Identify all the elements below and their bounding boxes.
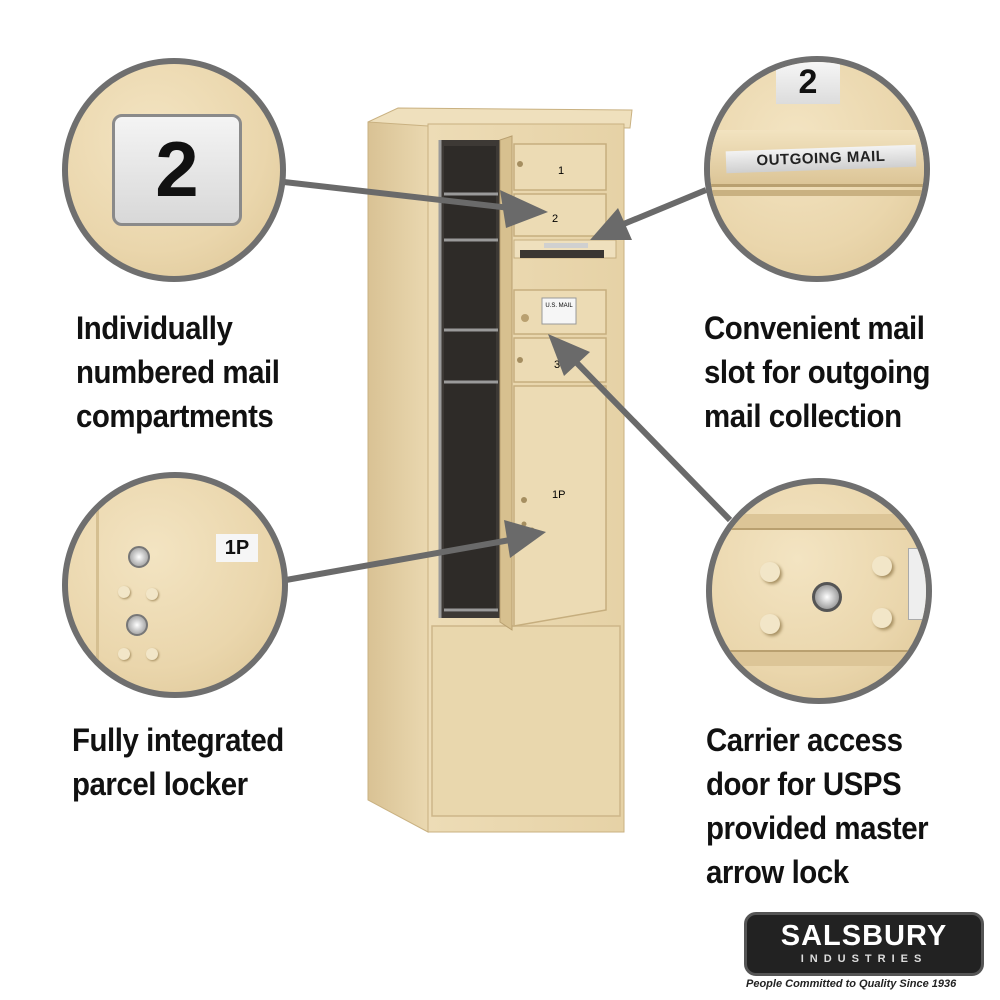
salsbury-logo: SALSBURY INDUSTRIES: [744, 912, 984, 976]
callout-numbered-compartment: 2: [62, 58, 286, 282]
feature-line: parcel locker: [72, 766, 248, 802]
callout-outgoing-mail: 2 OUTGOING MAIL: [704, 56, 930, 282]
arrow-lock-icon: [812, 582, 842, 612]
usps-plate-label: U.S. MAIL: [545, 303, 573, 309]
interior-shelves: [444, 192, 498, 612]
parcel-tag-value: 1P: [224, 537, 250, 559]
number-tag-value: 2: [155, 125, 199, 213]
cabinet-pedestal: [431, 625, 621, 817]
cabinet-top-cap: [367, 107, 633, 129]
logo-subtitle: INDUSTRIES: [800, 953, 928, 965]
feature-line: Convenient mail: [704, 310, 925, 346]
feature-numbered-compartments: Individually numbered mail compartments: [76, 306, 280, 438]
outgoing-mail-slot: [520, 250, 604, 258]
cabinet-side-panel: [367, 117, 429, 833]
feature-parcel-locker: Fully integrated parcel locker: [72, 718, 284, 806]
arrow-numbered: [283, 179, 511, 211]
feature-line: mail collection: [704, 398, 902, 434]
feature-carrier-access: Carrier access door for USPS provided ma…: [706, 718, 929, 894]
lock-icon: [128, 546, 150, 568]
logo-name: SALSBURY: [780, 920, 948, 952]
usps-lock-icon: [521, 314, 529, 322]
parcel-tag: 1P: [216, 534, 258, 562]
feature-line: provided master: [706, 810, 929, 846]
feature-line: numbered mail: [76, 354, 280, 390]
feature-line: door for USPS: [706, 766, 902, 802]
feature-line: Fully integrated: [72, 722, 284, 758]
outgoing-number-value: 2: [798, 63, 818, 101]
feature-line: compartments: [76, 398, 274, 434]
door-number-3: 3: [554, 359, 560, 371]
callout-parcel-locker: 1P: [62, 472, 288, 698]
arrow-parcel: [285, 537, 511, 583]
feature-line: arrow lock: [706, 854, 849, 890]
arrow-carrier: [569, 355, 733, 523]
feature-line: Individually: [76, 310, 233, 346]
callout-carrier-access: [706, 478, 932, 704]
door-number-1p: 1P: [552, 489, 565, 501]
callout-arrows: [283, 179, 733, 583]
outgoing-mail-label-text: OUTGOING MAIL: [756, 147, 886, 170]
feature-line: Carrier access: [706, 722, 903, 758]
feature-outgoing-slot: Convenient mail slot for outgoing mail c…: [704, 306, 930, 438]
lock-icon: [126, 614, 148, 636]
usps-plate: [541, 297, 577, 325]
outgoing-label-small: [544, 243, 588, 248]
compartment-door-1: [513, 143, 607, 191]
brand-tagline: People Committed to Quality Since 1936: [746, 978, 957, 990]
door-number-1: 1: [558, 165, 564, 177]
feature-line: slot for outgoing: [704, 354, 931, 390]
master-door-edge: [499, 135, 513, 631]
parcel-locker-door: [513, 385, 607, 627]
arrow-outgoing: [612, 187, 708, 231]
door-number-2: 2: [552, 213, 558, 225]
outgoing-number-tag: 2: [776, 62, 840, 104]
number-tag: 2: [112, 114, 242, 226]
